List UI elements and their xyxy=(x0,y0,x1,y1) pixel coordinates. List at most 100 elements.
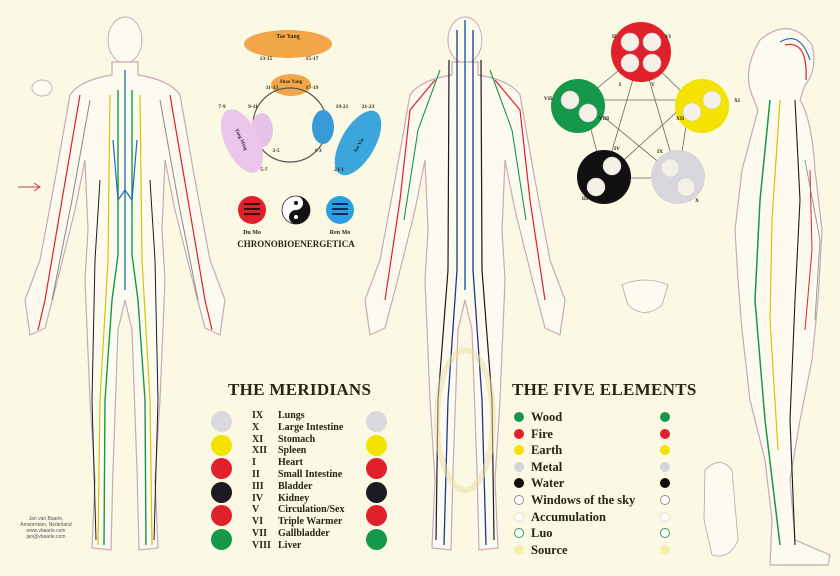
element-row: Metal xyxy=(514,459,562,475)
pelvis-inset xyxy=(621,279,669,313)
meridian-number-label: II xyxy=(612,34,616,40)
chrono-title: CHRONOBIOENERGETICA xyxy=(237,239,355,249)
meridian-row: V Circulation/Sex xyxy=(252,504,344,516)
time-label: 21-23 xyxy=(362,104,375,110)
meridian-row: VII Gallbladder xyxy=(252,528,330,540)
meridian-number: XII xyxy=(252,445,268,457)
meridian-color-dot xyxy=(366,505,387,527)
element-name: Wood xyxy=(531,410,563,424)
meridian-number-label: XI xyxy=(734,98,740,104)
meridian-number: V xyxy=(252,504,260,516)
meridian-name: Kidney xyxy=(278,492,310,504)
element-marker-icon xyxy=(514,495,524,505)
meridian-color-dot xyxy=(211,505,232,527)
element-marker-icon xyxy=(514,412,524,422)
time-label: 23-1 xyxy=(334,167,344,173)
time-label: 15-17 xyxy=(306,56,319,62)
element-name: Earth xyxy=(531,443,563,458)
tae-yang-label: Tae Yang xyxy=(276,34,299,40)
chronobioenergetica-diagram: Tae Yang Shao Yang Yang Ming Jue Yin 13-… xyxy=(218,30,382,249)
ren-mo-label: Ren Mo xyxy=(330,230,351,236)
meridian-name: Stomach xyxy=(278,433,316,445)
element-marker-icon xyxy=(660,478,670,489)
meridian-number-label: XII xyxy=(676,116,684,122)
element-marker-icon xyxy=(660,544,670,555)
credit-line: www.vbaarle.com xyxy=(26,528,66,534)
meridian-number: III xyxy=(252,480,264,492)
time-label: 7-9 xyxy=(218,104,226,110)
element-marker-icon xyxy=(514,511,524,522)
element-row: Windows of the sky xyxy=(514,492,635,508)
element-marker-icon xyxy=(660,428,670,439)
du-mo-label: Du Mo xyxy=(243,230,261,236)
meridian-number: VII xyxy=(252,528,268,539)
time-label: 3-5 xyxy=(272,148,280,154)
time-label: 13-15 xyxy=(260,56,273,62)
meridian-number: IX xyxy=(252,410,264,421)
meridian-row: VI Triple Warmer xyxy=(252,516,342,528)
meridian-name: Circulation/Sex xyxy=(278,504,345,516)
element-row: Source xyxy=(514,542,568,558)
element-marker-icon xyxy=(660,528,670,539)
meridian-number-label: IX xyxy=(657,149,663,155)
meridian-color-dot xyxy=(211,458,232,480)
element-marker-icon xyxy=(660,445,670,456)
time-label: 5-7 xyxy=(260,167,268,173)
meridian-color-dot xyxy=(366,529,387,550)
meridian-name: Triple Warmer xyxy=(278,516,343,528)
meridian-number: I xyxy=(252,457,256,469)
five-elements-title: THE FIVE ELEMENTS xyxy=(512,380,697,399)
element-row: Fire xyxy=(514,426,553,442)
meridian-number: VIII xyxy=(252,539,271,551)
meridian-number-label: X xyxy=(695,198,699,204)
yin-yang-icon xyxy=(281,195,311,225)
wood-element-circle xyxy=(551,79,605,133)
meridian-name: Spleen xyxy=(278,445,307,457)
meridian-name: Gallbladder xyxy=(278,528,330,539)
meridian-name: Bladder xyxy=(278,480,313,492)
time-label: 1-3 xyxy=(314,148,322,154)
element-row: Earth xyxy=(514,442,562,458)
credit-line: Amsterdam, Nederland xyxy=(20,522,72,528)
fire-element-circle xyxy=(611,22,671,82)
element-row: Water xyxy=(514,475,564,491)
meridian-row: III Bladder xyxy=(252,481,312,493)
meridian-number-label: VII xyxy=(544,96,552,102)
element-name: Water xyxy=(531,476,565,491)
shao-yang-label: Shao Yang xyxy=(280,80,303,85)
meridian-number-label: VI xyxy=(665,34,671,40)
meridian-number-label: IV xyxy=(614,146,620,152)
meridian-row: XII Spleen xyxy=(252,445,306,457)
front-body-figure xyxy=(24,16,226,551)
credit-text: Jan van Baarle, Amsterdam, Nederland www… xyxy=(16,516,76,540)
meridian-color-dot xyxy=(211,529,232,550)
element-row: Wood xyxy=(514,409,562,425)
five-elements-diagram: II VI I V XI XII VII VIII IV III IX X xyxy=(544,22,740,204)
meridian-number: IV xyxy=(252,492,264,504)
credit-line: jan@vbaarle.com xyxy=(26,534,66,540)
credit-line: Jan van Baarle, xyxy=(28,516,64,522)
foot-inset xyxy=(703,462,739,557)
meridian-color-dot xyxy=(366,458,387,480)
element-marker-icon xyxy=(660,461,670,472)
meridian-number-label: VIII xyxy=(599,116,609,122)
meridian-number: X xyxy=(252,421,260,433)
meridian-color-dot xyxy=(211,411,232,432)
back-body-figure xyxy=(364,16,566,551)
element-name: Source xyxy=(531,542,568,557)
meridian-color-dot xyxy=(366,434,387,456)
meridian-number: VI xyxy=(252,516,264,528)
element-marker-icon xyxy=(660,412,670,422)
meridians-title: THE MERIDIANS xyxy=(228,380,372,399)
meridian-number-label: V xyxy=(651,82,655,88)
element-name: Luo xyxy=(531,526,553,541)
time-label: 17-19 xyxy=(306,85,319,91)
arrow-icon xyxy=(18,182,41,192)
time-label: 19-21 xyxy=(336,104,349,110)
head-inset xyxy=(31,79,53,97)
element-marker-icon xyxy=(514,445,524,456)
